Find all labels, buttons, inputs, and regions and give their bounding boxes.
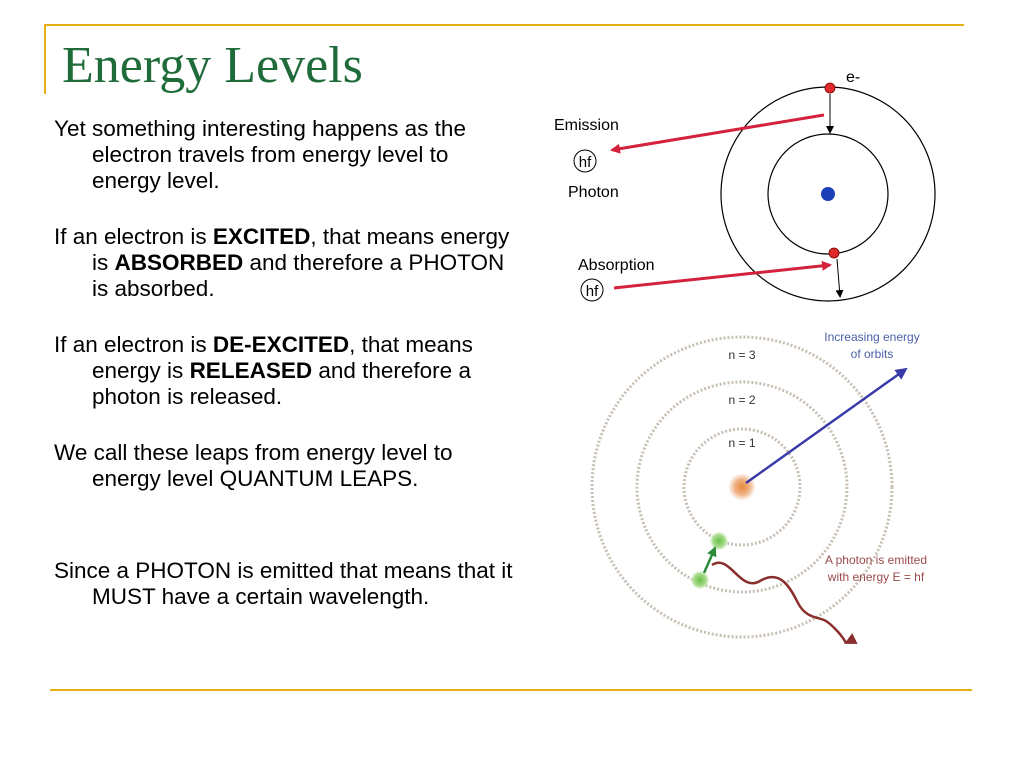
emission-photon-circle bbox=[573, 149, 597, 173]
frame-top-rule bbox=[44, 24, 964, 26]
orbit-n3 bbox=[590, 335, 894, 639]
energy-caption-line1: Increasing energy bbox=[824, 330, 919, 344]
paragraph-3-text-a: If an electron is bbox=[54, 332, 213, 357]
paragraph-2-text-b: , that means energy is bbox=[92, 224, 510, 275]
emission-label: Emission bbox=[554, 117, 619, 134]
orbit-n1 bbox=[682, 427, 802, 547]
paragraph-4: We call these leaps from energy level to… bbox=[54, 440, 522, 492]
orbit-label-n2: n = 2 bbox=[728, 393, 755, 407]
emit-caption-line2: with energy E = hf bbox=[827, 570, 925, 584]
rise-arrow bbox=[835, 258, 844, 298]
electron-label: e- bbox=[846, 69, 860, 86]
frame-left-rule bbox=[44, 24, 46, 94]
paragraph-3-bold-released: RELEASED bbox=[189, 358, 313, 383]
paragraph-2-bold-excited: EXCITED bbox=[212, 224, 311, 249]
absorption-label: Absorption bbox=[578, 257, 655, 274]
paragraph-3-bold-de-excited: DE-EXCITED bbox=[212, 332, 350, 357]
absorption-photon-symbol: hf bbox=[586, 283, 599, 300]
orbit-label-n3: n = 3 bbox=[728, 348, 755, 362]
paragraph-2-text-a: If an electron is bbox=[54, 224, 213, 249]
orbit-n2 bbox=[635, 380, 849, 594]
energy-arrow bbox=[745, 367, 908, 485]
paragraph-2-text-c: and therefore a PHOTON is absorbed. bbox=[92, 250, 505, 301]
paragraph-2-bold-absorbed: ABSORBED bbox=[114, 250, 244, 275]
photon-label: Photon bbox=[568, 184, 619, 201]
paragraph-3: If an electron is DE-EXCITED, that means… bbox=[54, 332, 522, 410]
absorption-photon-circle bbox=[580, 278, 604, 302]
electron-n3 bbox=[691, 571, 709, 589]
frame-bottom-rule bbox=[50, 689, 972, 691]
paragraph-3-text-b: , that means energy is bbox=[92, 332, 473, 383]
paragraph-5: Since a PHOTON is emitted that means tha… bbox=[54, 558, 522, 610]
slide-title: Energy Levels bbox=[62, 37, 363, 94]
body-text: Yet something interesting happens as the… bbox=[54, 116, 522, 640]
transition-arrow bbox=[702, 546, 717, 574]
emission-absorption-diagram: e- Emission hf Photon Absorption hf bbox=[554, 69, 936, 302]
emit-caption-line1: A photon is emitted bbox=[825, 553, 927, 567]
bohr-orbit-diagram: n = 3 n = 2 n = 1 Increasing energy of o… bbox=[590, 330, 927, 644]
electron-n2 bbox=[710, 532, 728, 550]
absorption-arrow bbox=[613, 260, 832, 290]
paragraph-1-text: Yet something interesting happens as the… bbox=[54, 116, 466, 193]
electron-outer bbox=[824, 82, 836, 94]
emission-arrow bbox=[610, 113, 825, 154]
photon-wave bbox=[711, 561, 858, 644]
paragraph-1: Yet something interesting happens as the… bbox=[54, 116, 522, 194]
inner-orbit bbox=[767, 133, 889, 255]
paragraph-4-text: We call these leaps from energy level to… bbox=[54, 440, 453, 491]
energy-caption-line2: of orbits bbox=[851, 347, 894, 361]
emission-photon-symbol: hf bbox=[579, 154, 592, 171]
paragraph-3-text-c: and therefore a photon is released. bbox=[92, 358, 471, 409]
paragraph-2: If an electron is EXCITED, that means en… bbox=[54, 224, 522, 302]
orbit-label-n1: n = 1 bbox=[728, 436, 755, 450]
nucleus bbox=[821, 187, 835, 201]
paragraph-5-text: Since a PHOTON is emitted that means tha… bbox=[54, 558, 513, 609]
electron-inner bbox=[828, 247, 840, 259]
